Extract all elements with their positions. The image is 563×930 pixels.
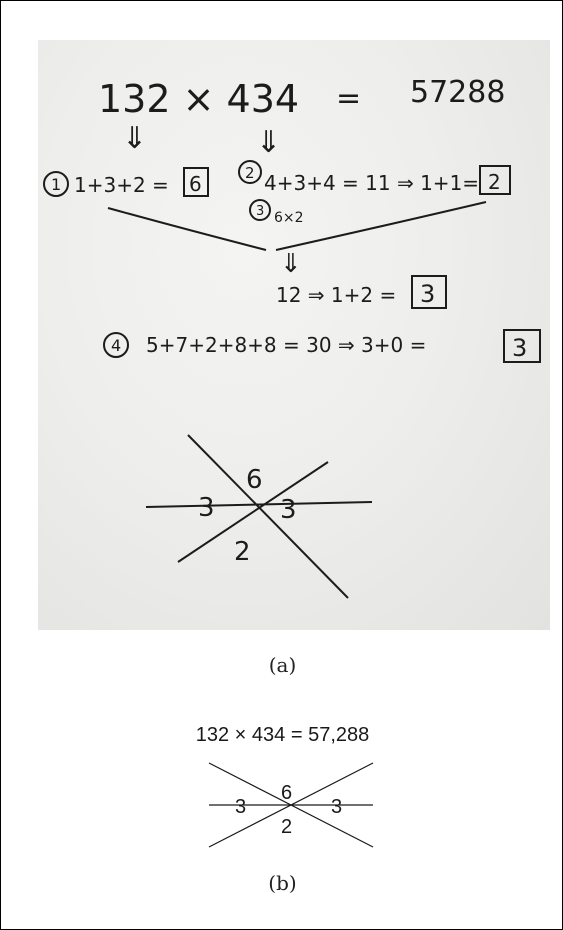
step4-number: 4 [111, 336, 121, 355]
step2-box [479, 165, 511, 195]
cross-top-value: 6 [246, 465, 263, 495]
step1-box-value: 6 [189, 172, 202, 196]
typed-cross-left: 3 [235, 796, 246, 818]
step3-expression: 6×2 [274, 210, 304, 226]
header-result: 57288 [410, 75, 505, 110]
step3-box [411, 275, 447, 309]
typed-cross-diagram: 6 3 3 2 [208, 762, 374, 848]
step1-box [183, 167, 209, 197]
step3-circle [249, 199, 271, 221]
caption-b: (b) [268, 871, 297, 895]
step1-expression: 1+3+2 = [74, 173, 169, 197]
step3-expression-2: 12 ⇒ 1+2 = [276, 283, 396, 307]
step4-box-value: 3 [512, 334, 527, 362]
step3-box-value: 3 [420, 280, 435, 308]
down-arrow-right-icon: ⇓ [256, 125, 281, 160]
step2-expression: 4+3+4 = 11 ⇒ 1+1= [264, 171, 479, 195]
typed-cross-bottom: 2 [281, 816, 292, 838]
handwriting-svg: 132 × 434 = 57288 ⇓ ⇓ 1 1+3+2 = 6 2 4+3+… [43, 75, 541, 599]
step2-box-value: 2 [488, 170, 501, 194]
step1-circle [43, 171, 69, 197]
down-arrow-left-icon: ⇓ [122, 121, 147, 156]
caption-a: (a) [268, 653, 297, 677]
connector-from-step2 [275, 201, 487, 251]
step2-circle [238, 160, 262, 184]
step1-number: 1 [51, 175, 61, 194]
step4-box [503, 329, 541, 363]
step3-down-arrow-icon: ⇓ [280, 249, 302, 279]
cross-left-value: 3 [198, 493, 215, 523]
step2-number: 2 [245, 164, 255, 182]
handwritten-photo: 132 × 434 = 57288 ⇓ ⇓ 1 1+3+2 = 6 2 4+3+… [38, 40, 550, 630]
cross-line-horizontal [145, 501, 373, 508]
cross-line-diagonal-2 [177, 461, 329, 563]
typed-cross-right: 3 [331, 796, 342, 818]
step3-number: 3 [256, 204, 264, 219]
typed-equation: 132 × 434 = 57,288 [195, 724, 370, 746]
header-multiplication: 132 × 434 [98, 77, 299, 121]
header-equals: = [336, 81, 361, 116]
connector-from-step1 [107, 207, 267, 251]
step4-circle [103, 332, 129, 358]
cross-right-value: 3 [280, 495, 297, 525]
cross-line-diagonal-1 [187, 434, 349, 599]
cross-bottom-value: 2 [234, 537, 251, 567]
step4-expression: 5+7+2+8+8 = 30 ⇒ 3+0 = [146, 333, 426, 357]
typed-cross-top: 6 [281, 782, 292, 804]
